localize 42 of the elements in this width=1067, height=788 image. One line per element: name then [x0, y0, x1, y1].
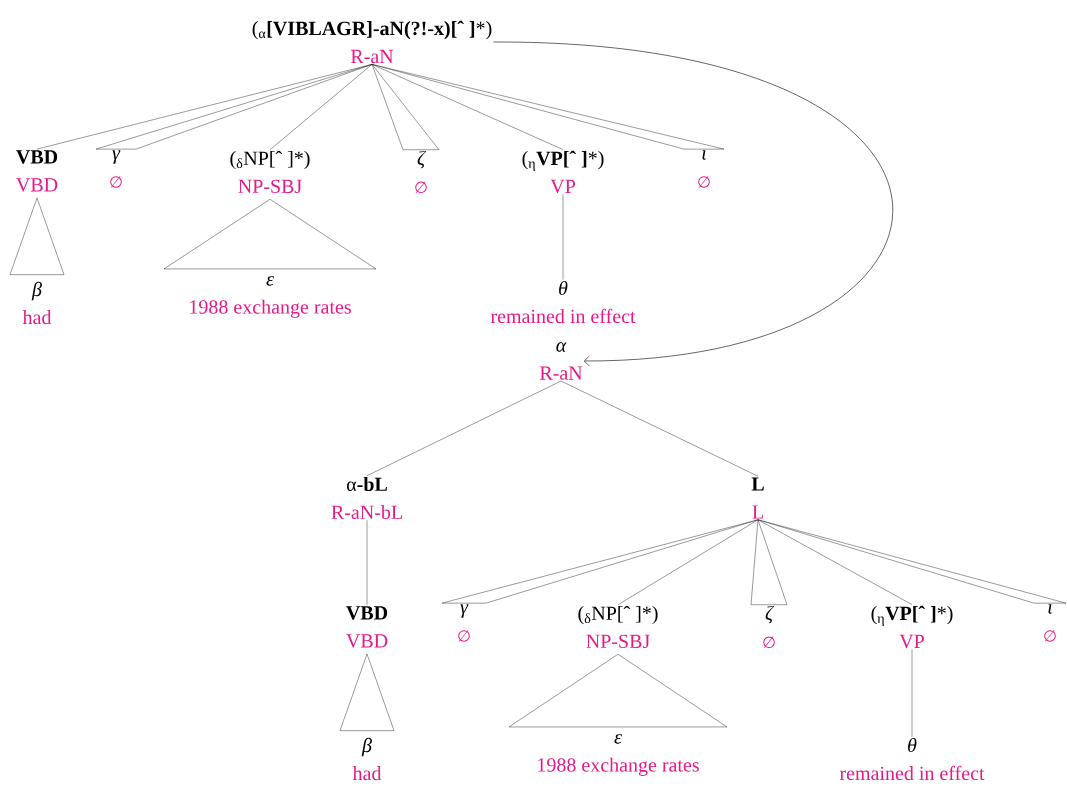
tree-node-label: VBD VBD [346, 606, 388, 648]
branch-line [269, 64, 373, 150]
tree-node-label: θ remained in effect [490, 280, 636, 324]
branch-line [366, 380, 562, 476]
subtree-triangle [163, 199, 377, 270]
tree-node-label: ($_{δ}$NP[ˆ ]*) NP-SBJ [578, 605, 658, 649]
branch-line [560, 380, 759, 477]
roof-triangle [441, 519, 759, 604]
tree-node-label: ($_{η}$VP[ˆ ]*) VP [871, 605, 953, 649]
roof-triangle [371, 64, 440, 150]
tree-node-label: β had [22, 281, 52, 325]
tree-node-label: L L [751, 477, 764, 519]
tree-node-label: γ ∅ [110, 150, 122, 188]
tree-node-label: ζ ∅ [415, 150, 427, 194]
branch-line [562, 194, 564, 280]
subtree-triangle [508, 654, 728, 728]
tree-node-label: α R-aN [539, 342, 583, 380]
tree-node-label: γ ∅ [458, 604, 470, 642]
tree-node-label: α-bL R-aN-bL [331, 476, 402, 520]
roof-triangle [95, 64, 373, 150]
roof-triangle [750, 519, 788, 605]
tree-node-label: ($_{α}$[VIBLAGR]-aN(?!-x)[ˆ ]*) R-aN [252, 20, 492, 64]
roof-triangle [757, 519, 1067, 604]
tree-node-label: θ remained in effect [839, 737, 985, 781]
tree-node-label: ζ ∅ [763, 605, 775, 649]
branch-line [371, 64, 564, 150]
tree-node-label: ($_{δ}$NP[ˆ ]*) NP-SBJ [230, 150, 310, 194]
movement-arrow [493, 41, 893, 367]
tree-node-label: ($_{η}$VP[ˆ ]*) VP [522, 150, 604, 194]
branch-line [757, 519, 913, 605]
tree-node-label: ι ∅ [698, 150, 710, 188]
tree-node-label: ε 1988 exchange rates [538, 734, 699, 776]
roof-triangle [371, 64, 725, 150]
branch-line [617, 519, 759, 605]
tree-node-label: ε 1988 exchange rates [190, 276, 351, 318]
subtree-triangle [339, 653, 395, 731]
subtree-triangle [9, 197, 65, 275]
branch-line [366, 520, 368, 606]
tree-node-label: β had [352, 737, 382, 781]
tree-node-label: ι ∅ [1044, 604, 1056, 642]
branch-line [911, 649, 913, 737]
tree-node-label: VBD VBD [16, 150, 58, 192]
